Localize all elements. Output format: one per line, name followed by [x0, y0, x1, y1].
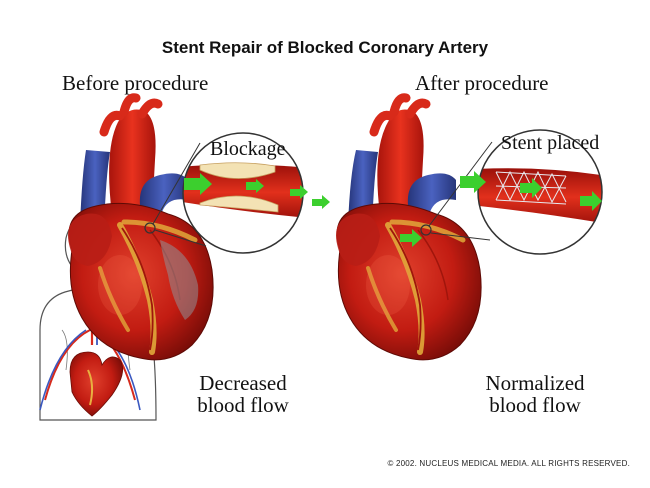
stent-placed-label: Stent placed: [501, 132, 600, 154]
after-flow-arrows: [460, 171, 602, 211]
flow-arrow: [246, 179, 264, 193]
flow-arrow: [312, 195, 330, 209]
after-magnifier: [477, 129, 603, 255]
flow-arrow: [460, 171, 486, 193]
before-heart-illustration: [68, 93, 214, 361]
before-caption: Decreased blood flow: [178, 372, 308, 416]
before-caption-line1: Decreased: [199, 371, 287, 395]
ischemic-area: [160, 240, 199, 320]
diagram-title: Stent Repair of Blocked Coronary Artery: [161, 38, 489, 57]
pulmonary-artery: [139, 173, 188, 212]
blockage-label: Blockage: [210, 138, 286, 160]
after-caption: Normalized blood flow: [466, 372, 604, 416]
plaque-bottom: [199, 195, 279, 213]
flow-arrow: [400, 229, 422, 247]
flow-arrow: [184, 173, 212, 195]
before-flow-arrows: [184, 173, 330, 209]
before-procedure-heading: Before procedure: [62, 71, 209, 95]
copyright-notice: © 2002. NUCLEUS MEDICAL MEDIA. ALL RIGHT…: [387, 459, 630, 468]
flow-arrow: [520, 178, 542, 198]
pulmonary-artery: [407, 173, 456, 212]
small-heart-icon: [69, 351, 124, 417]
before-caption-line2: blood flow: [197, 393, 289, 417]
after-procedure-heading: After procedure: [415, 71, 549, 95]
flow-arrow: [580, 191, 602, 211]
after-caption-line2: blood flow: [489, 393, 581, 417]
after-stent-marker: [420, 224, 432, 236]
after-caption-line1: Normalized: [485, 371, 585, 395]
before-callout-lines: [144, 142, 207, 247]
flow-arrow: [290, 185, 308, 199]
before-magnifier: [182, 132, 304, 254]
after-heart-illustration: [336, 93, 482, 361]
before-blockage-marker: [144, 222, 156, 234]
plaque-top: [199, 162, 276, 179]
